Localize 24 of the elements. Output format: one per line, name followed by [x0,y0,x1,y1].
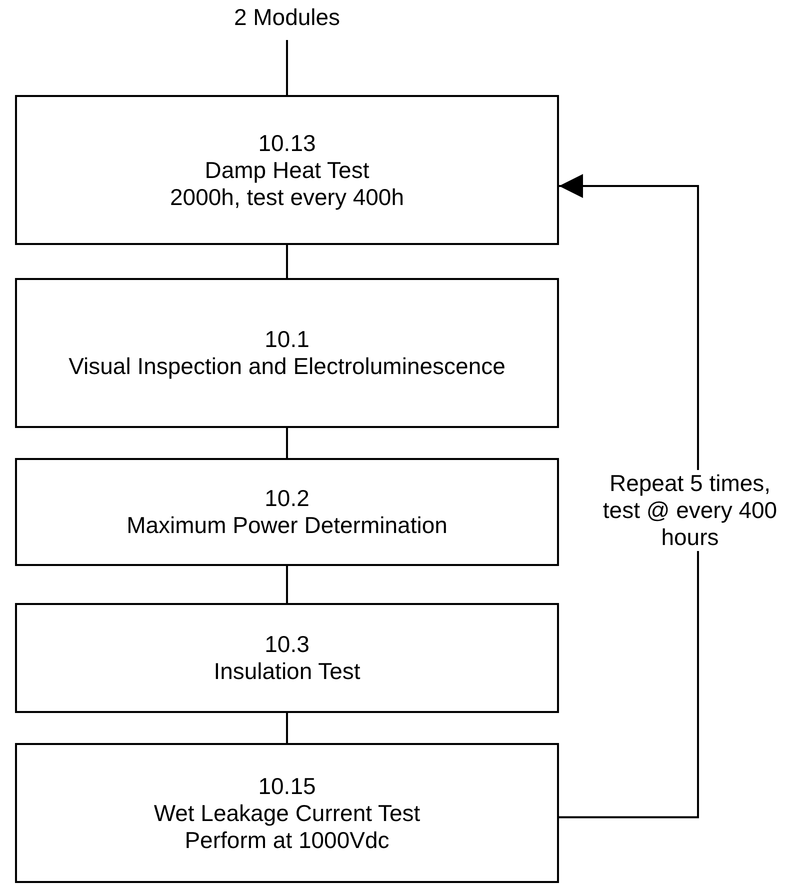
feedback-arrow [559,174,699,818]
step-text: Insulation Test [214,658,360,685]
process-box [15,458,559,566]
connector-line [286,428,288,458]
section-number: 10.3 [264,631,310,658]
connector-line [286,566,288,603]
process-box [15,743,559,883]
step-text: Maximum Power Determination [126,512,448,539]
process-box [15,95,559,245]
input-label: 2 Modules [187,0,387,34]
process-box [15,603,559,713]
connector-line [286,245,288,278]
process-box [15,278,559,428]
connector-line [286,713,288,743]
step-text: 2000h, test every 400h [170,184,404,210]
section-number: 10.1 [264,326,310,353]
connector-line [286,40,288,95]
step-text: Visual Inspection and Electroluminescence [68,353,506,380]
step-text: Damp Heat Test [204,156,370,184]
section-number: 10.15 [258,772,316,800]
step-text: Wet Leakage Current Test [154,800,420,826]
section-number: 10.13 [258,130,316,156]
section-number: 10.2 [264,485,310,512]
step-text: Perform at 1000Vdc [184,826,390,854]
